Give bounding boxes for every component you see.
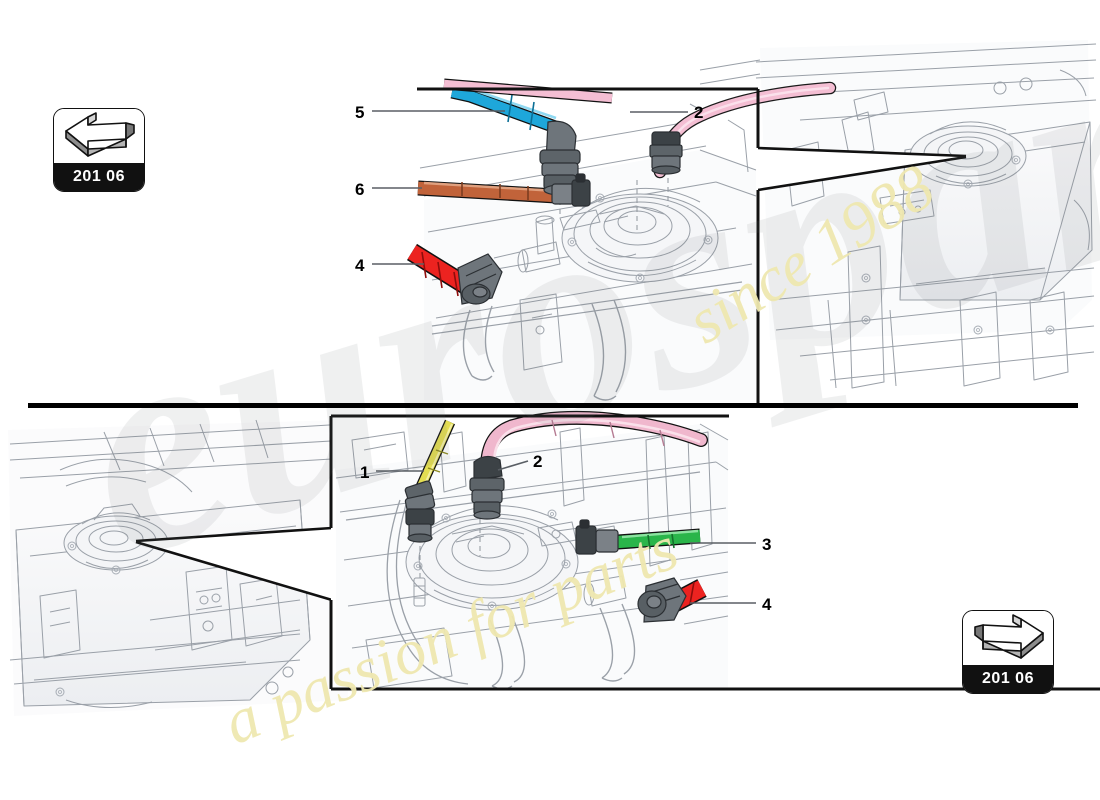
callout-label-6[interactable]: 6 xyxy=(355,180,365,199)
callout-label-1[interactable]: 1 xyxy=(360,463,370,482)
hose-6-brown xyxy=(417,180,557,204)
badge-arrow-right-icon xyxy=(963,611,1053,665)
callout-label-2-upper[interactable]: 2 xyxy=(694,103,704,122)
badge-code-bottom-right: 201 06 xyxy=(963,665,1053,693)
badge-bottom-right[interactable]: 201 06 xyxy=(962,610,1054,694)
callout-label-5[interactable]: 5 xyxy=(355,103,365,122)
connector-2-lower xyxy=(469,455,505,520)
badge-arrow-left-icon xyxy=(54,109,144,163)
connector-3 xyxy=(575,519,619,555)
connector-4-upper xyxy=(457,253,503,305)
callout-wedge-lower xyxy=(135,526,333,602)
callout-label-4-upper[interactable]: 4 xyxy=(355,256,365,275)
hose-2-pink-tail xyxy=(443,78,613,104)
callout-label-3[interactable]: 3 xyxy=(762,535,772,554)
hose-2-pink-lower xyxy=(480,410,708,475)
connector-4-lower xyxy=(637,577,687,623)
badge-top-left[interactable]: 201 06 xyxy=(53,108,145,192)
connector-1 xyxy=(404,480,436,543)
connector-2-upper xyxy=(649,131,683,175)
connector-6 xyxy=(551,173,591,207)
hose-1-yellow xyxy=(414,419,456,492)
callout-wedge-upper xyxy=(757,146,967,192)
callout-label-4-lower[interactable]: 4 xyxy=(762,595,772,614)
hose-3-green xyxy=(617,528,701,550)
hose-5-cyan xyxy=(450,85,561,135)
badge-code-top-left: 201 06 xyxy=(54,163,144,191)
callout-label-2-lower[interactable]: 2 xyxy=(533,452,543,471)
leader-2-lower xyxy=(497,460,529,471)
